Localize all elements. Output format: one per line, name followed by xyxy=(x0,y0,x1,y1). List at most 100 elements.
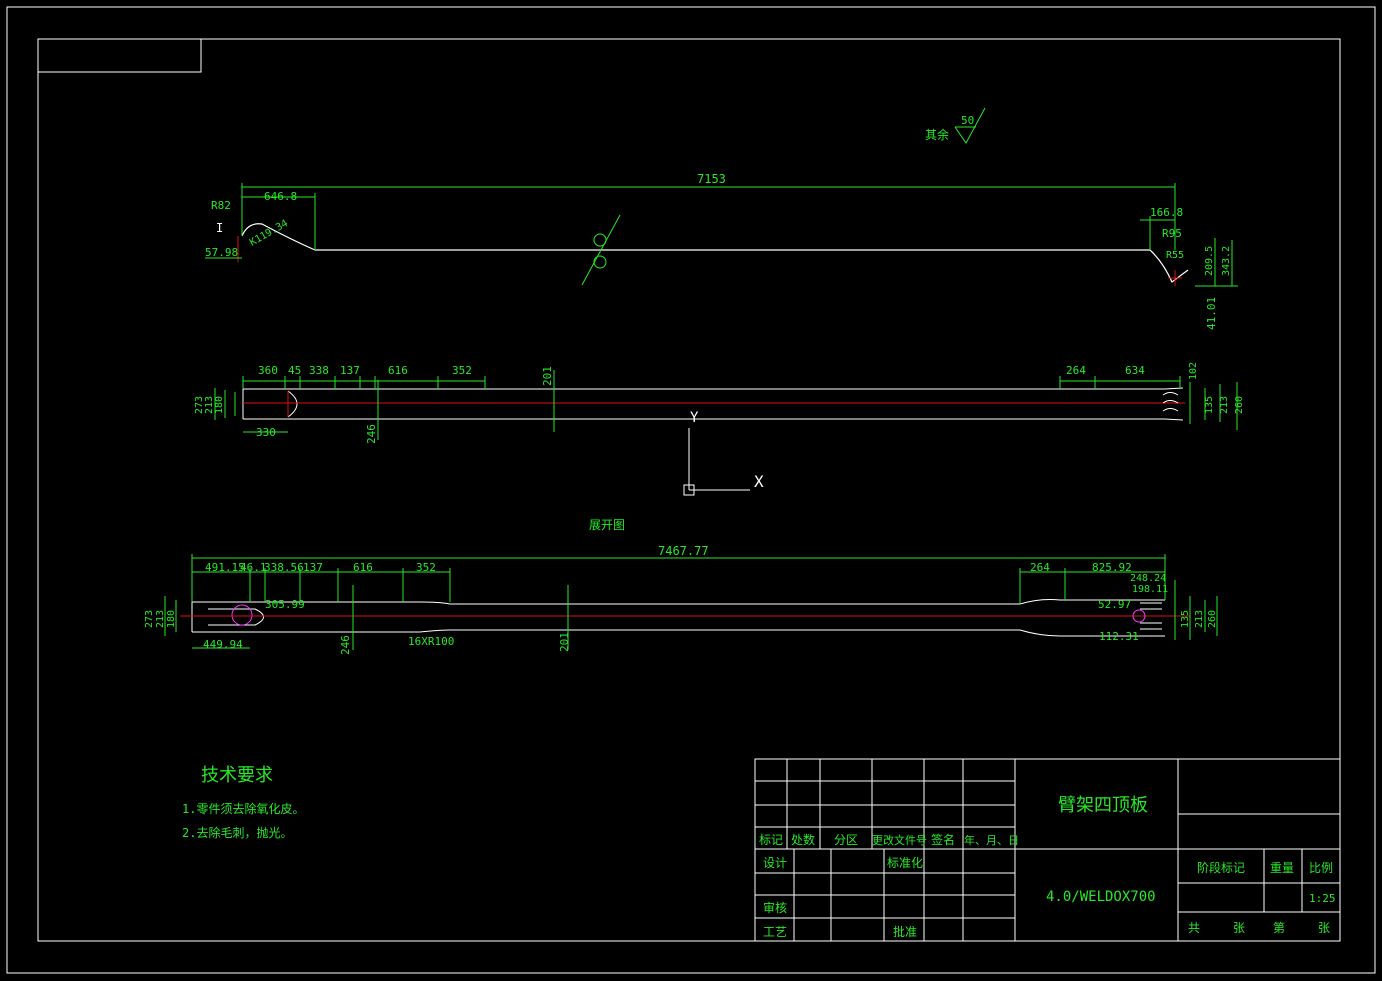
dim-213-dev: 213 xyxy=(155,610,166,628)
dim-352-dev: 352 xyxy=(416,561,436,574)
lbl-total: 共 xyxy=(1188,921,1200,935)
dim-634: 634 xyxy=(1125,364,1145,377)
axis-y-label: Y xyxy=(690,410,699,426)
dim-646: 646.8 xyxy=(264,190,297,203)
dim-r82: R82 xyxy=(211,199,231,212)
dim-16xr100: 16XR100 xyxy=(408,635,454,648)
lbl-design: 设计 xyxy=(763,856,787,870)
side-view: 7153 R82 646.8 K119.34 57.98 166.8 R95 R… xyxy=(205,172,1238,330)
development-slot-circle-icon xyxy=(231,604,253,626)
top-view-dim-lines xyxy=(242,376,1181,389)
dim-112: 112.31 xyxy=(1099,630,1139,643)
side-view-right-mark xyxy=(1168,270,1182,286)
dim-line-646 xyxy=(242,193,316,250)
title-block-text: 标记 处数 分区 更改文件号 签名 年、月、日 设计 标准化 审核 工艺 批准 … xyxy=(759,795,1336,939)
development-right-circle-icon xyxy=(1132,609,1146,623)
development-overall: 7467.77 xyxy=(658,544,709,558)
dim-343: 343.2 xyxy=(1221,246,1232,276)
dim-57: 57.98 xyxy=(205,246,238,259)
lbl-process: 工艺 xyxy=(763,925,787,939)
detail-mark: I xyxy=(216,221,223,235)
dim-491: 491.15 xyxy=(205,561,245,574)
development-overall-dim xyxy=(191,554,1166,602)
dim-180: 180 xyxy=(214,396,225,414)
dim-246: 246 xyxy=(365,424,378,444)
technical-requirements: 技术要求 1.零件须去除氧化皮。 2.去除毛刺，抛光。 xyxy=(182,765,304,840)
dim-201: 201 xyxy=(541,366,554,386)
dim-360: 360 xyxy=(258,364,278,377)
dim-213-dev-right: 213 xyxy=(1194,610,1205,628)
tech-item-1: 1.零件须去除氧化皮。 xyxy=(182,801,304,816)
development-side-dim-lines xyxy=(164,580,1218,650)
hdr-mark: 标记 xyxy=(759,833,783,847)
dim-r55: R55 xyxy=(1166,250,1184,261)
dim-46: 46.1 xyxy=(240,561,267,574)
dim-r95: R95 xyxy=(1162,227,1182,240)
break-circle-lower-icon xyxy=(593,255,607,269)
lbl-sheets: 张 xyxy=(1233,921,1245,935)
part-name: 臂架四顶板 xyxy=(1058,795,1148,816)
dim-k119: K119.34 xyxy=(248,218,290,249)
scale-value: 1:25 xyxy=(1309,892,1336,905)
dim-166: 166.8 xyxy=(1150,206,1183,219)
hdr-date: 年、月、日 xyxy=(964,833,1019,847)
dim-line-166 xyxy=(1140,216,1175,250)
dim-616-dev: 616 xyxy=(353,561,373,574)
lbl-approve: 批准 xyxy=(893,924,917,939)
break-circle-upper-icon xyxy=(593,233,607,247)
dim-273-dev: 273 xyxy=(144,610,155,628)
dim-213: 213 xyxy=(204,396,215,414)
dim-260-dev: 260 xyxy=(1207,610,1218,628)
dim-lines-right xyxy=(1195,238,1238,287)
overall-dim-line xyxy=(241,183,1176,250)
dim-264: 264 xyxy=(1066,364,1086,377)
dim-52: 52.97 xyxy=(1098,598,1131,611)
dim-449: 449.94 xyxy=(203,638,243,651)
top-view-side-dims xyxy=(214,370,1238,440)
lbl-standardization: 标准化 xyxy=(887,856,923,870)
development-view: 展开图 7467.77 491.15 46.1 338.56 137 616 3… xyxy=(144,518,1218,655)
dim-273: 273 xyxy=(194,396,205,414)
development-caption: 展开图 xyxy=(589,518,625,532)
dim-264-dev: 264 xyxy=(1030,561,1050,574)
tech-item-2: 2.去除毛刺，抛光。 xyxy=(182,825,292,840)
dim-201-dev: 201 xyxy=(558,632,571,652)
lbl-stage-mark: 阶段标记 xyxy=(1197,860,1245,875)
surface-roughness-note: 其余 50 xyxy=(925,107,986,144)
dim-352: 352 xyxy=(452,364,472,377)
hdr-zone: 分区 xyxy=(834,833,858,847)
dim-198: 198.11 xyxy=(1132,584,1168,595)
top-view-outline xyxy=(242,387,1184,421)
corner-code-box xyxy=(37,38,202,73)
axis-x-label: X xyxy=(754,472,764,491)
hdr-signature: 签名 xyxy=(931,832,955,847)
lbl-review: 审核 xyxy=(763,900,787,915)
dim-213-right: 213 xyxy=(1219,396,1230,414)
development-outline xyxy=(191,599,1165,637)
dim-137-dev: 137 xyxy=(303,561,323,574)
side-view-outline xyxy=(241,223,1189,283)
dim-180-dev: 180 xyxy=(166,610,177,628)
lbl-scale: 比例 xyxy=(1309,861,1333,875)
hdr-change-doc: 更改文件号 xyxy=(872,833,927,847)
dim-137: 137 xyxy=(340,364,360,377)
break-line xyxy=(581,214,621,286)
dim-338: 338 xyxy=(309,364,329,377)
dim-338-56: 338.56 xyxy=(264,561,304,574)
roughness-value: 50 xyxy=(961,114,974,127)
development-left-slot xyxy=(208,608,264,626)
dim-135-dev: 135 xyxy=(1180,610,1191,628)
top-view-slot-end xyxy=(287,390,298,418)
development-right-slots xyxy=(1140,602,1162,630)
dim-45: 45 xyxy=(288,364,301,377)
top-view-right-slots xyxy=(1162,392,1179,412)
development-top-dim-lines xyxy=(192,568,1165,604)
lbl-sheet-no-suffix: 张 xyxy=(1318,921,1330,935)
dim-616: 616 xyxy=(388,364,408,377)
lbl-weight: 重量 xyxy=(1270,861,1294,875)
dim-825: 825.92 xyxy=(1092,561,1132,574)
dim-41: 41.01 xyxy=(1205,297,1218,330)
dim-overall: 7153 xyxy=(697,172,726,186)
dim-209: 209.5 xyxy=(1204,246,1215,276)
